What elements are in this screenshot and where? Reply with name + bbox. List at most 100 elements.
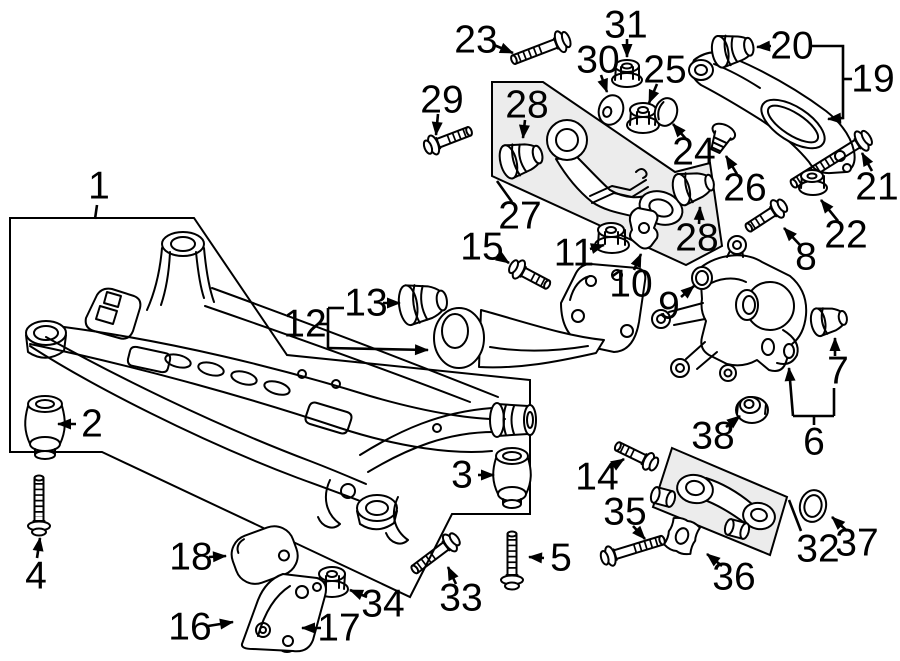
leader-line-6: [784, 367, 796, 417]
leader-line-27: [495, 180, 514, 203]
callout-22-nut: 22: [824, 214, 867, 257]
part-23-bolt: [510, 30, 572, 65]
callout-27-upper-arm-assembly: 27: [498, 195, 541, 238]
leader-line-25: [647, 83, 660, 104]
leader-line-28: [518, 119, 530, 139]
leader-line-5: [528, 552, 545, 564]
part-15-bolt: [508, 259, 552, 290]
callout-18-cover: 18: [169, 536, 212, 579]
callout-32-adjust-link: 32: [796, 528, 839, 571]
callout-37-seal-ring: 37: [835, 522, 878, 565]
part-7-bushing: [809, 307, 848, 338]
part-5-bolt: [500, 530, 524, 591]
part-knuckle: [651, 235, 808, 382]
part-27-upper-arm: [546, 119, 684, 226]
leader-line-21: [860, 152, 874, 172]
leader-line-33: [446, 566, 459, 585]
callout-26-pin-bolt: 26: [723, 167, 766, 210]
leader-line-11: [589, 243, 605, 254]
part-20-bushing: [710, 34, 755, 69]
callout-24-washer: 24: [672, 131, 715, 174]
leader-line-37: [831, 516, 848, 532]
leader-line-19: [812, 44, 845, 124]
callout-9-seal-ring: 9: [658, 285, 680, 328]
callout-23-bolt: 23: [454, 19, 497, 62]
callout-33-bolt: 33: [439, 577, 482, 620]
callout-12-trailing-arm: 12: [283, 303, 326, 346]
leader-line-36: [706, 552, 723, 568]
part-33-bolt: [410, 532, 461, 575]
leader-line-14: [609, 457, 625, 471]
leader-line-24: [672, 123, 687, 140]
part-13-bushing: [397, 284, 448, 327]
part-25-nut: [626, 102, 660, 134]
leader-line-20: [756, 40, 772, 52]
callout-15-bolt: 15: [460, 226, 503, 269]
part-32-adjust-link: [649, 473, 776, 540]
part-37-seal-ring: [798, 489, 828, 523]
leader-line-35: [632, 525, 646, 540]
leader-line-22: [819, 199, 840, 222]
callout-21-bolt: 21: [855, 166, 898, 209]
part-14-bolt: [613, 441, 660, 472]
part-30-washer: [597, 94, 625, 126]
leader-line-1: [93, 204, 99, 220]
callout-8-bolt: 8: [795, 236, 817, 279]
callout-7-bushing: 7: [827, 350, 849, 393]
part-2-bushing: [24, 395, 66, 460]
leader-line-29: [431, 113, 443, 136]
callout-13-bushing: 13: [344, 282, 387, 325]
callout-36-cam-plate: 36: [712, 556, 755, 599]
callout-16-bracket: 16: [168, 606, 211, 649]
leader-line-15: [495, 251, 510, 265]
part-28-bushing-rear: [671, 172, 715, 207]
leader-line-34: [349, 588, 368, 601]
leader-line-30: [597, 74, 609, 93]
callout-25-nut: 25: [643, 49, 686, 92]
leader-line-23: [493, 42, 514, 55]
leader-line-9: [680, 285, 695, 299]
group-boxes: [9, 81, 789, 599]
callout-3-bushing: 3: [451, 454, 473, 497]
leader-line-26: [724, 155, 739, 175]
callout-6-knuckle-assembly: 6: [803, 421, 825, 464]
part-11-nut: [594, 222, 630, 254]
part-28-bushing-front: [498, 143, 544, 180]
callout-10-retainer-plate: 10: [609, 263, 652, 306]
callout-14-bolt: 14: [575, 456, 618, 499]
part-31-nut: [611, 59, 643, 88]
part-8-bolt: [744, 198, 789, 233]
callout-5-bolt: 5: [550, 537, 572, 580]
part-35-bolt: [599, 534, 666, 567]
leader-line-16: [207, 618, 234, 630]
callout-4-bolt: 4: [25, 555, 47, 598]
callout-31-nut: 31: [604, 4, 647, 47]
callout-17-bolt: 17: [317, 607, 360, 650]
part-4-bolt: [27, 474, 51, 537]
callout-29-bolt: 29: [420, 79, 463, 122]
leader-line-38: [725, 414, 741, 429]
part-26-pin-bolt: [710, 122, 737, 154]
callout-28-bushing: 28: [505, 84, 548, 127]
callout-28-bushing: 28: [675, 217, 718, 260]
callout-38-nut: 38: [691, 415, 734, 458]
callout-1-subframe: 1: [88, 165, 110, 208]
callout-19-lower-control-arm: 19: [851, 58, 894, 101]
part-36-cam-plate: [663, 516, 701, 556]
part-29-bolt: [422, 126, 473, 156]
leader-line-10: [630, 253, 643, 271]
part-12-trailing-arm: [433, 263, 647, 369]
part-1-subframe: [25, 231, 537, 545]
leader-line-12: [327, 344, 429, 356]
part-16-bracket: [240, 573, 327, 653]
part-10-retainer-plate: [628, 207, 659, 250]
callout-30-washer: 30: [576, 39, 619, 82]
part-9-seal-ring: [691, 266, 713, 290]
part-19-lower-control-arm: [688, 51, 856, 175]
callout-20-bushing: 20: [770, 25, 813, 68]
part-22-nut: [798, 169, 828, 196]
part-24-washer: [653, 97, 679, 127]
